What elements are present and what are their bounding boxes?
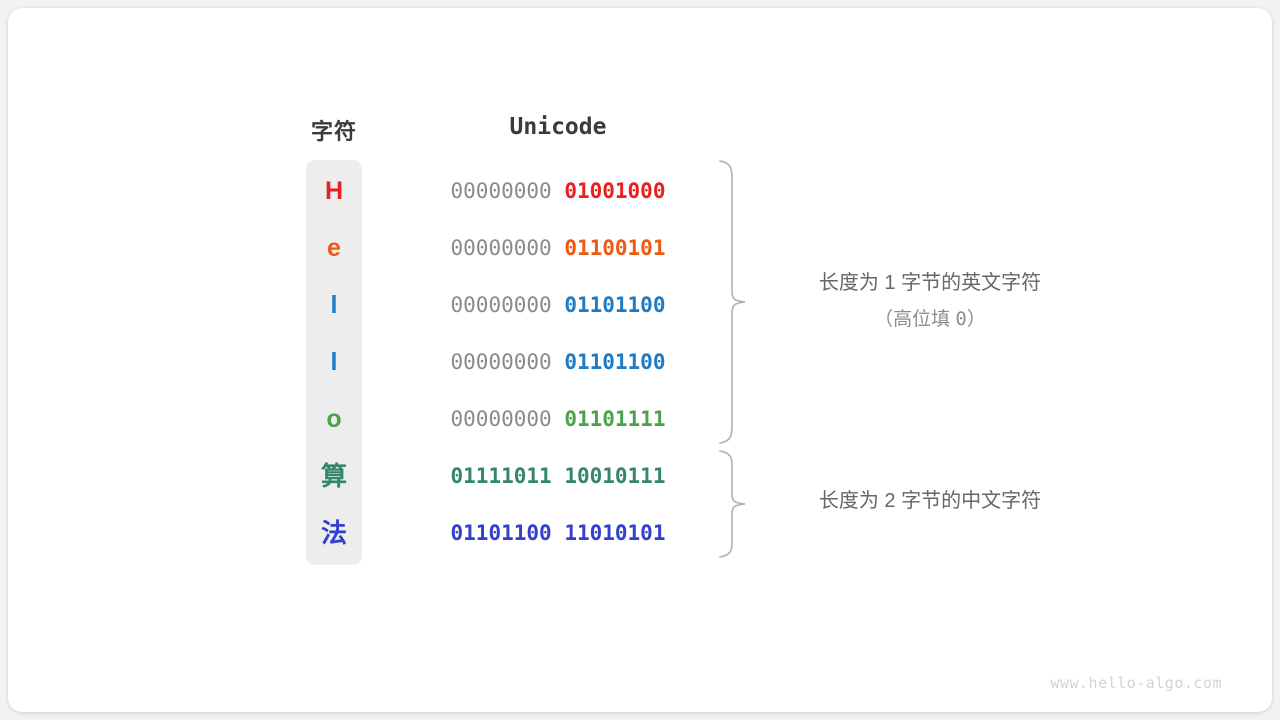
character-cell-6: 法 bbox=[320, 518, 347, 548]
annotation-single-byte: 长度为 1 字节的英文字符 （高位填 0） bbox=[780, 265, 1080, 338]
annotation-double-byte-line1: 长度为 2 字节的中文字符 bbox=[818, 490, 1042, 512]
binary-row-3: 00000000 01101100 bbox=[420, 347, 696, 377]
binary-row-1: 00000000 01100101 bbox=[420, 233, 696, 263]
binary-row-6: 01101100 11010101 bbox=[420, 518, 696, 548]
annotation-suffix: ） bbox=[966, 309, 986, 330]
binary-high-byte-6: 01101100 bbox=[450, 521, 552, 545]
binary-high-byte-1: 00000000 bbox=[450, 236, 552, 260]
binary-high-byte-2: 00000000 bbox=[450, 293, 552, 317]
watermark: www.hello-algo.com bbox=[1050, 674, 1222, 692]
binary-low-byte-4: 01101111 bbox=[564, 407, 666, 431]
binary-high-byte-0: 00000000 bbox=[450, 179, 552, 203]
brace-single-byte bbox=[719, 160, 746, 444]
binary-row-4: 00000000 01101111 bbox=[420, 404, 696, 434]
character-cell-5: 算 bbox=[320, 461, 347, 491]
brace-double-byte bbox=[719, 450, 746, 558]
character-cell-3: l bbox=[330, 348, 338, 376]
binary-high-byte-3: 00000000 bbox=[450, 350, 552, 374]
binary-low-byte-3: 01101100 bbox=[564, 350, 666, 374]
column-header-character: 字符 bbox=[310, 119, 357, 144]
binary-row-0: 00000000 01001000 bbox=[420, 176, 696, 206]
annotation-prefix: （高位填 bbox=[874, 309, 956, 330]
column-header-unicode: Unicode bbox=[509, 114, 607, 140]
character-cell-4: o bbox=[326, 405, 342, 433]
binary-low-byte-5: 10010111 bbox=[564, 464, 666, 488]
binary-low-byte-1: 01100101 bbox=[564, 236, 666, 260]
character-cell-1: e bbox=[327, 234, 341, 262]
binary-low-byte-6: 11010101 bbox=[564, 521, 666, 545]
binary-row-2: 00000000 01101100 bbox=[420, 290, 696, 320]
character-cell-2: l bbox=[330, 291, 338, 319]
diagram-card bbox=[8, 8, 1272, 712]
binary-low-byte-0: 01001000 bbox=[564, 179, 666, 203]
binary-high-byte-5: 01111011 bbox=[450, 464, 552, 488]
annotation-single-byte-line1: 长度为 1 字节的英文字符 bbox=[818, 272, 1042, 294]
binary-high-byte-4: 00000000 bbox=[450, 407, 552, 431]
annotation-single-byte-line2: （高位填 0） bbox=[780, 301, 1080, 338]
annotation-fill-value: 0 bbox=[955, 308, 967, 330]
character-cell-0: H bbox=[324, 177, 344, 205]
binary-low-byte-2: 01101100 bbox=[564, 293, 666, 317]
annotation-double-byte: 长度为 2 字节的中文字符 bbox=[780, 483, 1080, 519]
binary-row-5: 01111011 10010111 bbox=[420, 461, 696, 491]
character-column-panel bbox=[306, 160, 362, 565]
